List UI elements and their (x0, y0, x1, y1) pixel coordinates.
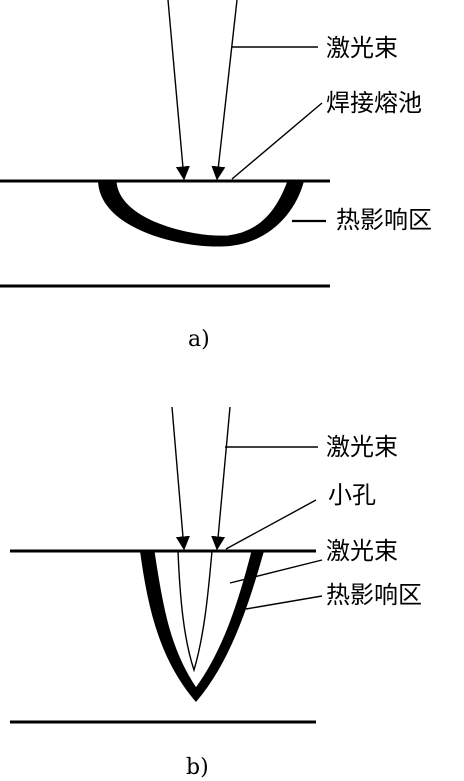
laser-beam-arrow-right-a (211, 0, 238, 181)
label-weld-pool-a: 焊接熔池 (326, 89, 422, 117)
heat-affected-zone-shape-b (140, 551, 264, 702)
laser-beam-arrow-left-b (171, 406, 190, 551)
label-heat-affected-zone-a: 热影响区 (336, 206, 432, 234)
leader-keyhole-b (225, 499, 317, 550)
leader-laser-beam-inner-b (229, 559, 323, 584)
weld-pool-outline-a (115, 180, 289, 237)
label-keyhole-b: 小孔 (328, 481, 376, 509)
label-laser-beam-b: 激光束 (326, 433, 398, 461)
laser-beam-arrow-right-b (211, 406, 231, 551)
melt-zone-outline-b (153, 550, 253, 689)
caption-a: a) (188, 327, 210, 352)
leader-heat-affected-zone-b (245, 595, 323, 610)
figure-a: 激光束 焊接熔池 热影响区 a) (0, 0, 432, 352)
leader-weld-pool-a (231, 102, 323, 180)
label-heat-affected-zone-b: 热影响区 (326, 581, 422, 609)
caption-b: b) (186, 755, 209, 780)
figure-b: 激光束 小孔 激光束 热影响区 b) (10, 406, 422, 780)
keyhole-outline-b (177, 550, 213, 673)
label-laser-beam-inner-b: 激光束 (326, 537, 398, 565)
heat-affected-zone-shape-a (98, 181, 304, 247)
label-laser-beam-a: 激光束 (326, 34, 398, 62)
laser-beam-arrow-left-a (167, 0, 190, 181)
